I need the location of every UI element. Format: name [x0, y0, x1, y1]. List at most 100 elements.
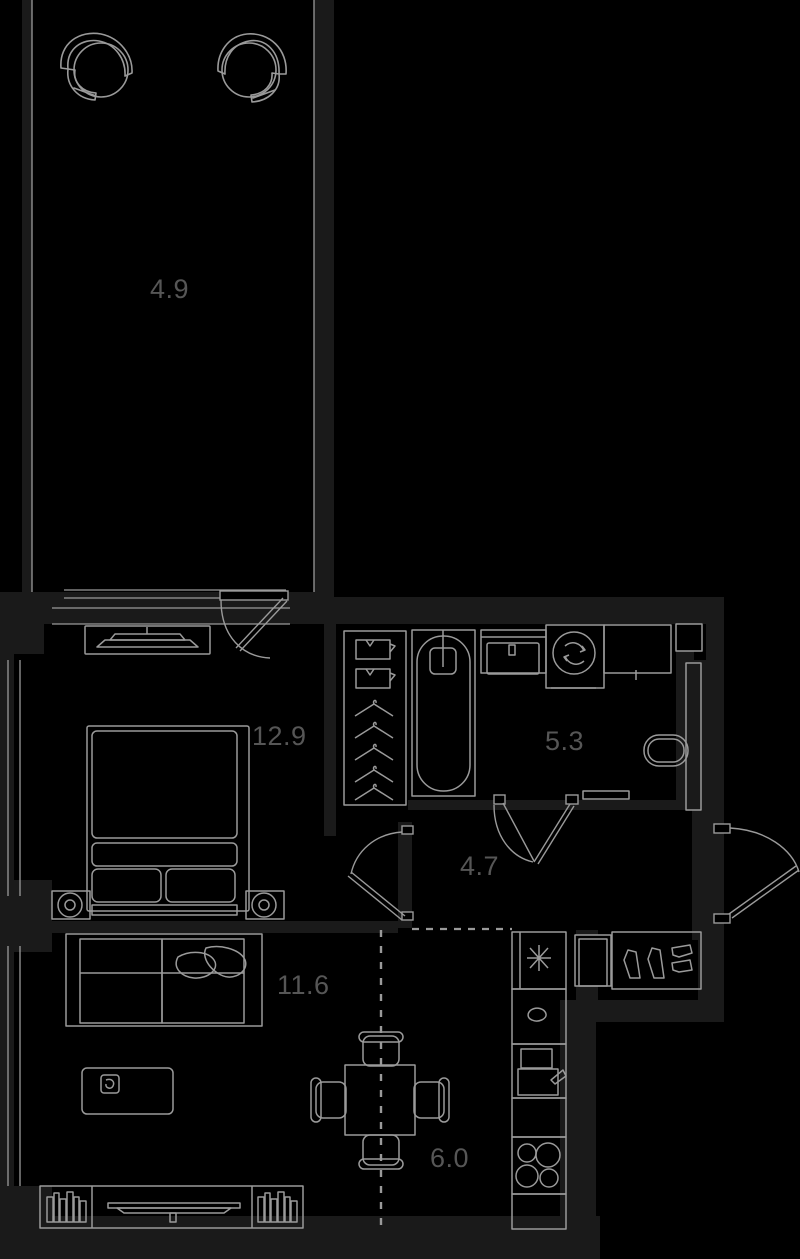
kitchen-unit-bottom: [511, 1193, 567, 1230]
hanger-1: [354, 699, 394, 717]
shoe-cabinet-body: [611, 931, 702, 990]
kitchen-unit-blank: [511, 1097, 567, 1138]
entrance-door-swing: [729, 827, 800, 873]
shoe-4: [671, 959, 693, 973]
oven-icon-top: [520, 1048, 553, 1069]
dining-chair-left-icon: [310, 1077, 347, 1123]
bed-pillow-left: [91, 868, 162, 903]
hanger-3: [354, 743, 394, 761]
coffee-table-icon: [81, 1067, 174, 1115]
towel-rail-icon: [582, 790, 630, 800]
wardrobe-icon: [343, 630, 407, 806]
balcony-door-panel-1: [235, 597, 284, 649]
balcony-door[interactable]: [219, 590, 289, 659]
dining-set-icon: [310, 1031, 450, 1170]
tv-unit-body: [39, 1185, 304, 1229]
walls: [0, 0, 724, 1259]
kitchen-furniture: [310, 931, 702, 1230]
bathtub-icon: [411, 629, 476, 797]
kitchen-sink-icon: [527, 1007, 547, 1022]
nightstand-right-icon: [245, 890, 285, 920]
bathroom-door-hinge: [493, 794, 506, 805]
washbasin-icon: [480, 629, 547, 675]
wall-top-bathroom: [334, 597, 724, 624]
balcony-door-leaf: [219, 590, 289, 601]
bathroom-door-leaf-1: [502, 802, 535, 862]
bed-blanket: [91, 842, 238, 867]
entrance-door-hinge-top: [713, 823, 731, 834]
bedroom-door-leaf-2: [347, 875, 403, 921]
desk-icon: [84, 625, 211, 655]
oven-handle-icon: [550, 1069, 567, 1085]
sofa-icon: [65, 933, 263, 1027]
bedroom-furniture: [51, 625, 407, 920]
washing-machine-arrows: [564, 642, 585, 665]
bath-cabinet-icon: [603, 624, 672, 680]
washbasin-bowl: [486, 642, 540, 675]
area-label-bedroom: 12.9: [252, 721, 307, 751]
refrigerator-outline: [578, 938, 608, 987]
area-label-balcony: 4.9: [150, 274, 190, 304]
washing-machine-icon: [545, 624, 605, 689]
hanger-2: [354, 721, 394, 739]
area-label-hall: 4.7: [460, 851, 500, 881]
refrigerator-icon: [574, 934, 612, 987]
area-label-kitchen: 6.0: [430, 1143, 470, 1173]
kitchen-units: [511, 931, 567, 1230]
wall-left-outer-b: [0, 940, 14, 1190]
wall-bottom: [0, 1216, 600, 1259]
wall-top-bedroom: [32, 606, 294, 624]
hall-door-hinge: [565, 794, 579, 805]
wall-hall-left: [398, 822, 412, 928]
shoe-cabinet-icon: [611, 931, 702, 990]
wall-left-outer-a: [0, 654, 14, 902]
wall-bathroom-bottom: [408, 800, 708, 810]
wall-bedroom-right: [324, 606, 336, 836]
wall-balcony-left: [22, 0, 32, 592]
doors[interactable]: [347, 794, 800, 924]
bedroom-door-leaf-1: [350, 871, 406, 917]
hanger-5: [354, 783, 394, 801]
living-room-furniture: [39, 933, 304, 1229]
hob-icon: [527, 945, 551, 971]
bedroom-door-swing: [350, 831, 403, 875]
sofa-cushion-2: [203, 945, 247, 978]
entrance-door-leaf-1: [731, 869, 800, 919]
double-bed-icon: [86, 725, 250, 916]
hall-door-swing: [533, 803, 571, 863]
bed-frame: [86, 725, 250, 912]
television-icon: [107, 1202, 241, 1223]
bath-niche-icon: [675, 623, 703, 652]
bedroom-door[interactable]: [347, 825, 414, 921]
thin-lines: [7, 0, 315, 1186]
folded-clothes-1: [355, 639, 396, 660]
bed-foot: [91, 904, 238, 916]
bathroom-door-swing: [493, 804, 534, 863]
kitchen-unit-sink: [511, 988, 567, 1045]
bed-pillow-right: [165, 868, 236, 903]
entrance-door[interactable]: [713, 823, 800, 924]
dining-chair-right-icon: [413, 1077, 450, 1123]
shoe-1: [623, 949, 641, 979]
entrance-door-leaf-2: [728, 865, 797, 915]
bedroom-door-hinge-top: [401, 825, 414, 835]
wall-right-mid: [692, 660, 724, 930]
wall-hall-bottom: [596, 1000, 720, 1022]
bedroom-door-hinge-bottom: [401, 911, 414, 921]
shoe-3: [671, 944, 693, 958]
area-label-bathroom: 5.3: [545, 726, 585, 756]
bed-mattress: [91, 730, 238, 839]
hall-door-leaf: [537, 805, 575, 865]
bathroom-door[interactable]: [493, 794, 535, 863]
sofa-seat-left: [79, 938, 163, 1024]
wardrobe-body: [343, 630, 407, 806]
armchair-left-icon: [60, 32, 133, 101]
hall-door[interactable]: [533, 794, 579, 865]
sofa-cushion-1: [175, 951, 217, 979]
balcony-door-panel-2: [239, 600, 288, 652]
sofa-seat-right: [161, 938, 245, 1024]
books-right: [257, 1191, 298, 1223]
washing-machine-drum: [552, 631, 596, 675]
folded-clothes-2: [355, 668, 396, 689]
